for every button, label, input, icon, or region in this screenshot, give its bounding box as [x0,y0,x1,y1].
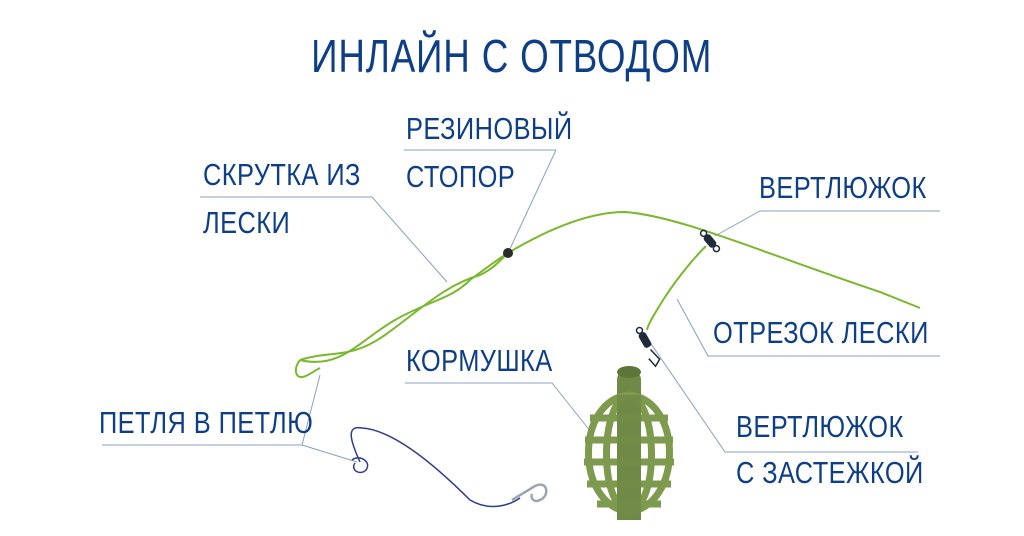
leader-twist [200,196,448,283]
snap-swivel [635,326,661,368]
label-stopper-line2: СТОПОР [406,159,516,194]
label-loop: ПЕТЛЯ В ПЕТЛЮ [99,405,314,440]
main-line [507,210,921,309]
leader-stopper-diag [507,149,557,254]
rubber-stopper-bead [503,248,513,258]
hook [511,483,548,503]
label-stopper-line1: РЕЗИНОВЫЙ [406,111,573,146]
label-snap-swivel-line2: С ЗАСТЕЖКОЙ [736,455,924,490]
hook-leader-loop [351,457,369,474]
twisted-line [294,252,509,378]
swivel [699,229,721,253]
feeder-cage [584,366,674,520]
leader-loop-2 [301,444,358,463]
hook-leader [350,426,521,508]
label-snap-swivel-line1: ВЕРТЛЮЖОК [736,409,904,444]
label-swivel: ВЕРТЛЮЖОК [759,170,927,205]
leader-snap-swivel [646,337,918,453]
branch-line [646,245,707,331]
leader-feeder [405,382,592,433]
leader-line-segment [676,298,940,357]
label-twist-line2: ЛЕСКИ [203,205,291,240]
leader-swivel [714,210,940,237]
diagram-title: ИНЛАЙН С ОТВОДОМ [311,30,713,82]
callout-lines [102,149,940,463]
label-line-segment: ОТРЕЗОК ЛЕСКИ [713,315,929,350]
label-twist-line1: СКРУТКА ИЗ [203,157,361,192]
label-feeder: КОРМУШКА [406,343,553,378]
